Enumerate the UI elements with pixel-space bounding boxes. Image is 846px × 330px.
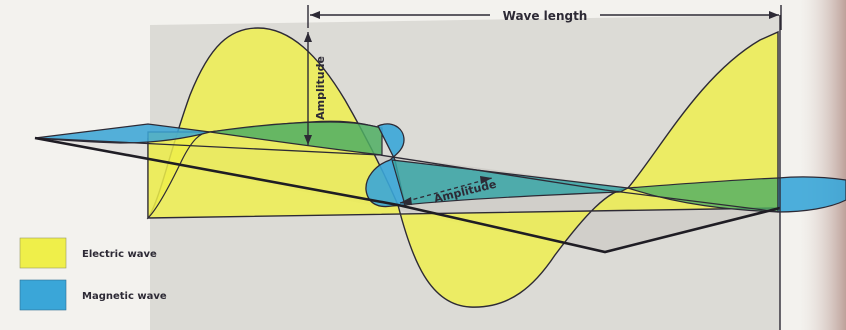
magnetic-wave-left: [34, 123, 211, 144]
amplitude-horizontal-line: [399, 177, 493, 204]
wavelength-label: Wave length: [503, 9, 588, 23]
magnetic-wave-loop: [365, 123, 406, 208]
wavelength-arrow-left: [310, 11, 320, 19]
legend-magnetic-label: Magnetic wave: [82, 291, 167, 302]
magnetic-wave-right: [777, 176, 846, 213]
legend: Electric wave Magnetic wave: [19, 237, 167, 311]
amplitude-vertical-arrow-top: [304, 32, 312, 42]
legend-electric-label: Electric wave: [82, 249, 157, 260]
legend-magnetic-swatch: [19, 279, 67, 311]
amplitude-vertical-label: Amplitude: [314, 56, 327, 120]
propagation-axis: [34, 137, 781, 213]
page-edge-shadow: [800, 0, 846, 330]
amplitude-horizontal-arrow-left: [400, 197, 412, 205]
plane-lower-edge: [34, 136, 781, 254]
amplitude-horizontal-arrow-right: [480, 176, 492, 184]
amplitude-vertical-arrow-bottom: [304, 135, 312, 145]
wavelength-arrow-right: [769, 11, 779, 19]
magnetic-wave-overlap-upper: [209, 121, 383, 156]
legend-electric-swatch: [19, 237, 67, 269]
